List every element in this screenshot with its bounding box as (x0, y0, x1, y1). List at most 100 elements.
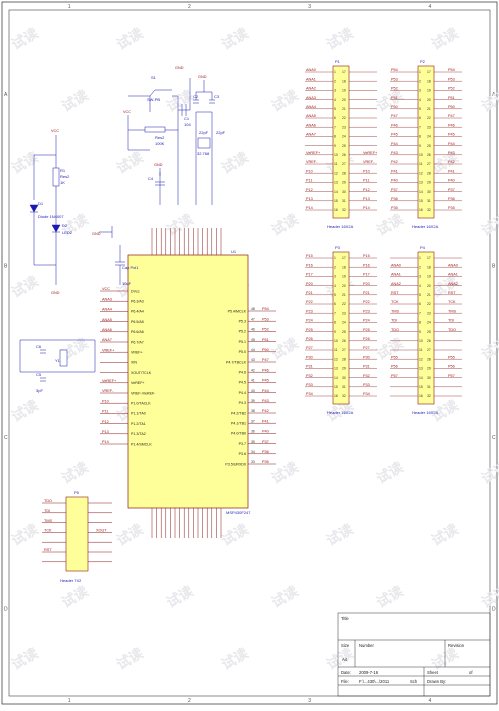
header-pin-number: 27 (427, 162, 431, 166)
led-resistor-type: Res2 (60, 174, 70, 179)
header-left-net-label: ANA6 (306, 123, 316, 127)
header-pin-number: 2 (419, 79, 421, 83)
header-left-net-label: P16 (306, 263, 313, 267)
mcu-right-net-label: P42 (262, 409, 269, 413)
header-pin-number: 31 (342, 199, 346, 203)
mcu-right-pin-name: P3.7 (239, 442, 246, 446)
header-pin-number: 27 (342, 162, 346, 166)
header-pin-number: 17 (427, 256, 431, 260)
mcu-left-net-label: P14 (102, 440, 109, 444)
date-label: Date: (341, 670, 351, 675)
header-pin-number: 21 (342, 293, 346, 297)
header-left-net-label: ANA5 (306, 114, 316, 118)
header-pin-number: 12 (419, 357, 423, 361)
header-pin-number: 16 (334, 208, 338, 212)
header-pin-number: 14 (334, 376, 338, 380)
decouple-gnd-label: GND (154, 163, 163, 167)
cap-c1-value: 104 (184, 122, 191, 127)
header-pin-number: 4 (334, 98, 336, 102)
header-left-net-label: ANA3 (306, 96, 316, 100)
header-right-net-label: P47 (448, 114, 455, 118)
header-left-net-label: P32 (306, 374, 313, 378)
led-designator: D2 (62, 223, 68, 228)
sheet-label: Sheet (427, 670, 439, 675)
header-pin-number: 10 (419, 339, 423, 343)
crystal-gnd-label: GND (198, 75, 207, 79)
header-pin-number: 15 (334, 199, 338, 203)
header-left-net-label: P53 (391, 77, 398, 81)
header-right-net-label: P30 (363, 355, 370, 359)
mcu-left-pin-name: VREF+ (131, 351, 143, 355)
header-pin-number: 3 (334, 275, 336, 279)
header-right-net-label: P36 (448, 197, 455, 201)
header-pin-number: 23 (342, 125, 346, 129)
header-pin-number: 4 (419, 284, 421, 288)
header-pin-number: 7 (334, 311, 336, 315)
mcu-right-pin-name: P4.3 (239, 401, 246, 405)
header-pin-number: 30 (427, 190, 431, 194)
header-pin-number: 11 (334, 162, 338, 166)
header-pin-number: 11 (419, 348, 423, 352)
header-left-net-label: P24 (306, 319, 313, 323)
mcu-right-pin-name: P4.5 (239, 381, 246, 385)
header-right-net-label: P56 (448, 365, 455, 369)
mcu-right-net-label: P53 (262, 317, 269, 321)
mcu-left-net-label: VREF- (102, 389, 114, 393)
header-pin-number: 18 (427, 79, 431, 83)
header-left-net-label: P15 (306, 254, 313, 258)
reset-resistor-value: 100K (155, 141, 165, 146)
header-pin-number: 8 (334, 321, 336, 325)
reset-vcc-label: VCC (123, 110, 131, 114)
header-right-net-label: P44 (448, 142, 455, 146)
header-pin-number: 6 (419, 302, 421, 306)
header-pin-number: 5 (334, 293, 336, 297)
header-left-net-label: P37 (391, 188, 398, 192)
header-pin-number: 32 (427, 394, 431, 398)
header-left-net-label: ANA2 (306, 87, 316, 91)
header-left-net-label: ANA0 (306, 68, 316, 72)
mcu-right-pin-number: 42 (251, 368, 255, 372)
header-right-net-label: P12 (363, 188, 370, 192)
mcu-right-net-label: P44 (262, 389, 269, 393)
jtag-left-net-label: RST (44, 548, 52, 552)
mcu-left-pin-name: P6.3/A3 (131, 300, 144, 304)
header-pin-number: 25 (342, 144, 346, 148)
header-pin-number: 22 (427, 116, 431, 120)
header-pin-number: 8 (419, 135, 421, 139)
header-pin-number: 29 (427, 367, 431, 371)
header-pin-number: 17 (427, 70, 431, 74)
header-left-net-label: P13 (306, 197, 313, 201)
mcu-designator: U1 (231, 249, 237, 254)
header-pin-number: 26 (342, 153, 346, 157)
header-pin-number: 7 (419, 311, 421, 315)
mcu-right-pin-name: P5.4/MCLK (228, 309, 247, 313)
header-right-net-label: P15 (363, 254, 370, 258)
mcu-right-pin-number: 37 (251, 419, 255, 423)
header-pin-number: 32 (427, 208, 431, 212)
header-pin-number: 30 (427, 376, 431, 380)
header-caption: Header 16X2A (327, 224, 354, 229)
led-vcc-label: VCC (51, 129, 59, 133)
mcu-gnd-label: GND (92, 232, 101, 236)
mcu-left-net-label: VREF+ (102, 348, 115, 352)
cap-c2-designator: C2 (193, 94, 199, 99)
header-pin-number: 17 (342, 70, 346, 74)
header-left-net-label: TCK (391, 300, 399, 304)
header-pin-number: 18 (427, 265, 431, 269)
mcu-left-net-label: VCC (102, 287, 110, 291)
jtag-left-net-label: TCK (44, 529, 52, 533)
header-pin-number: 22 (342, 116, 346, 120)
header-left-net-label: ANA1 (306, 77, 316, 81)
zone-row-left: C (4, 435, 8, 441)
mcu-right-pin-number: 34 (251, 450, 255, 454)
header-pin-number: 28 (342, 171, 346, 175)
osc-cap-b-designator: C5 (36, 372, 42, 377)
cap-c4-value: 10uF (122, 281, 132, 286)
header-pin-number: 28 (427, 171, 431, 175)
header-pin-number: 20 (342, 98, 346, 102)
header-left-net-label: P31 (306, 365, 313, 369)
header-pin-number: 26 (427, 339, 431, 343)
header-pin-number: 6 (419, 116, 421, 120)
size-value: A4 (342, 657, 348, 662)
mcu-right-net-label: P37 (262, 440, 269, 444)
